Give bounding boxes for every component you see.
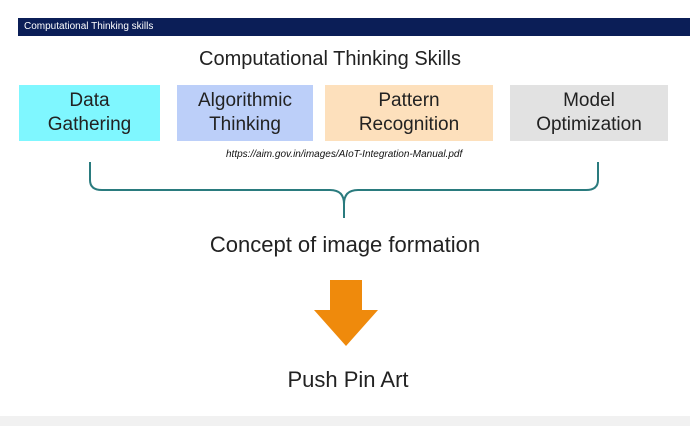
result-text: Push Pin Art [287,367,409,392]
slide: Computational Thinking skills Computatio… [0,0,690,416]
skill-box-data-gathering: Data Gathering [19,85,160,141]
skill-label: Algorithmic Thinking [198,90,292,135]
header-bar: Computational Thinking skills [18,18,690,36]
skill-box-algorithmic-thinking: Algorithmic Thinking [177,85,313,141]
concept-text: Concept of image formation [209,232,481,257]
skill-label: Model Optimization [536,90,642,135]
skill-box-model-optimization: Model Optimization [510,85,668,141]
source-link[interactable]: https://aim.gov.in/images/AIoT-Integrati… [226,149,463,160]
diagram-title: Computational Thinking Skills [199,48,461,70]
header-title: Computational Thinking skills [24,21,154,32]
curly-brace-icon [89,162,599,218]
skill-label: Pattern Recognition [358,90,460,135]
down-arrow-icon [314,280,378,346]
skill-label: Data Gathering [47,90,132,135]
skill-box-pattern-recognition: Pattern Recognition [325,85,493,141]
